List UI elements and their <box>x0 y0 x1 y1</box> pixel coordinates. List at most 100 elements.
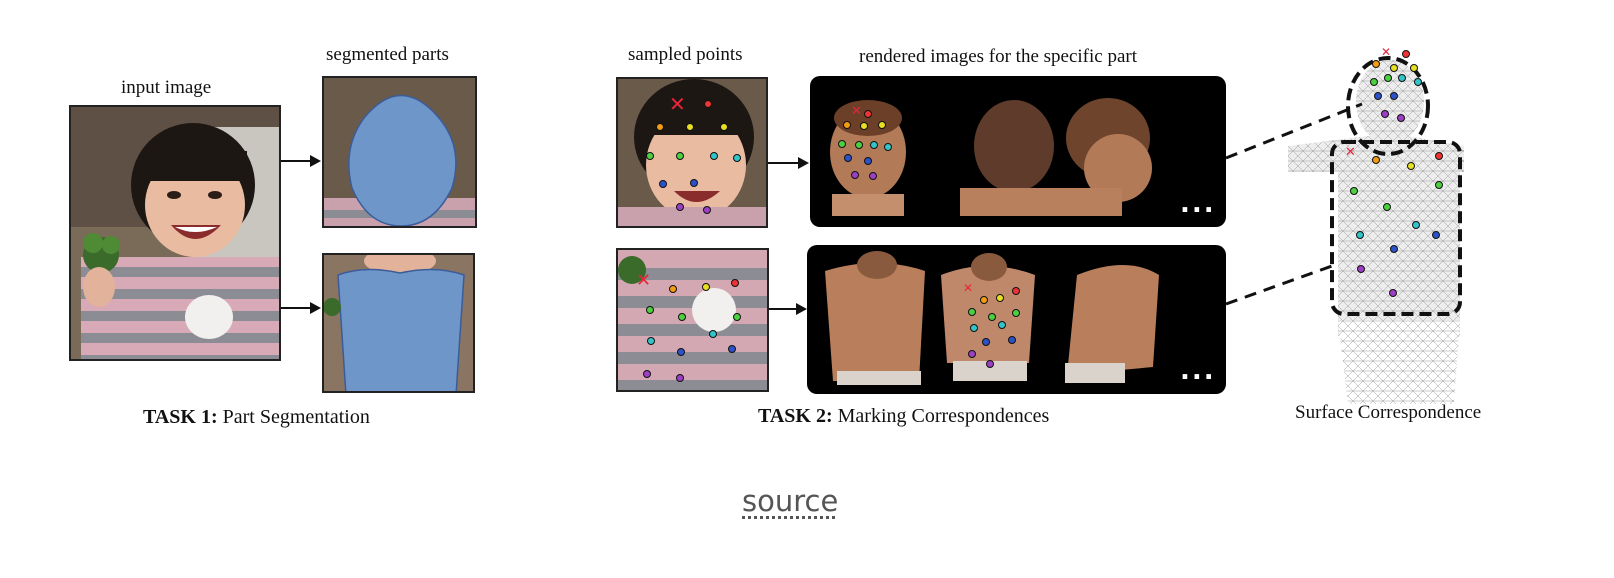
sample-point <box>647 337 655 345</box>
surface-point <box>1435 152 1443 160</box>
more-renders-ellipsis: ... <box>1180 189 1216 219</box>
sample-point <box>733 154 741 162</box>
render-point <box>838 140 846 148</box>
sample-point <box>646 306 654 314</box>
sampled-points-head-image <box>616 77 768 228</box>
surface-point <box>1381 110 1389 118</box>
body-mesh-model <box>1278 36 1468 404</box>
render-point <box>884 143 892 151</box>
surface-point <box>1407 162 1415 170</box>
surface-point <box>1402 50 1410 58</box>
surface-point <box>1350 187 1358 195</box>
head-renders-panel: ... <box>810 76 1226 227</box>
render-point <box>869 172 877 180</box>
surface-point <box>1435 181 1443 189</box>
surface-point <box>1389 289 1397 297</box>
render-point <box>986 360 994 368</box>
arrow-head-icon <box>310 155 321 167</box>
sample-point <box>733 313 741 321</box>
sample-point <box>678 313 686 321</box>
arrow-to-head-segment <box>281 160 311 162</box>
render-point <box>988 313 996 321</box>
render-point <box>844 154 852 162</box>
sample-point <box>709 330 717 338</box>
rendered-images-label: rendered images for the specific part <box>859 46 1138 67</box>
task1-caption-text: Part Segmentation <box>217 406 370 428</box>
render-point <box>968 350 976 358</box>
surface-point <box>1397 114 1405 122</box>
sample-point <box>659 180 667 188</box>
sample-point <box>704 100 712 108</box>
surface-point <box>1412 221 1420 229</box>
arrow-head-icon <box>796 303 807 315</box>
sample-point <box>686 123 694 131</box>
body-mesh-illustration <box>1288 56 1464 404</box>
sample-point <box>676 374 684 382</box>
surface-point <box>1356 231 1364 239</box>
render-point <box>851 171 859 179</box>
render-point <box>870 141 878 149</box>
render-point <box>855 141 863 149</box>
head-segmentation-illustration <box>324 78 475 226</box>
surface-point <box>1374 92 1382 100</box>
arrow-head-icon <box>798 157 809 169</box>
arrow-head-icon <box>310 302 321 314</box>
surface-point <box>1432 231 1440 239</box>
surface-point <box>1390 64 1398 72</box>
input-image-label: input image <box>121 77 212 98</box>
x-marker-icon: ✕ <box>1381 45 1392 59</box>
surface-point <box>1390 245 1398 253</box>
torso-segmentation-illustration <box>324 255 473 391</box>
render-point <box>864 110 872 118</box>
task1-caption: TASK 1: Part Segmentation <box>143 406 370 429</box>
x-marker-icon: ✕ <box>669 92 686 116</box>
task1-caption-bold: TASK 1: <box>143 406 218 428</box>
sample-point <box>702 283 710 291</box>
surface-point <box>1357 265 1365 273</box>
surface-point <box>1383 203 1391 211</box>
sample-point <box>656 123 664 131</box>
more-renders-ellipsis: ... <box>1180 356 1216 386</box>
sample-point <box>703 206 711 214</box>
child-photo-illustration <box>71 107 279 359</box>
x-marker-icon: ✕ <box>851 104 862 119</box>
arrow-to-torso-segment <box>281 307 311 309</box>
sample-point <box>676 203 684 211</box>
torso-renders-illustration <box>825 251 1159 385</box>
surface-point <box>1390 92 1398 100</box>
head-renders-illustration <box>830 98 1152 216</box>
segmented-head-image <box>322 76 477 228</box>
sample-point <box>710 152 718 160</box>
surface-point <box>1372 60 1380 68</box>
render-point <box>970 324 978 332</box>
surface-point <box>1370 78 1378 86</box>
arrow-to-torso-renders <box>769 308 797 310</box>
render-point <box>843 121 851 129</box>
torso-renders-panel: ... <box>807 245 1226 394</box>
sampled-points-torso-image <box>616 248 769 392</box>
segmented-parts-label: segmented parts <box>326 44 449 65</box>
sample-point <box>731 279 739 287</box>
sampled-points-label: sampled points <box>628 44 743 65</box>
correspondence-connectors <box>1225 102 1363 306</box>
render-point <box>996 294 1004 302</box>
render-point <box>1008 336 1016 344</box>
render-point <box>1012 309 1020 317</box>
torso-sample-points-illustration <box>618 250 767 390</box>
render-point <box>998 321 1006 329</box>
x-marker-icon: ✕ <box>636 270 652 291</box>
source-link[interactable]: source <box>742 484 839 518</box>
surface-point <box>1372 156 1380 164</box>
sample-point <box>646 152 654 160</box>
render-point <box>968 308 976 316</box>
render-point <box>860 122 868 130</box>
surface-correspondence-caption: Surface Correspondence <box>1295 402 1482 423</box>
sample-point <box>690 179 698 187</box>
surface-point <box>1384 74 1392 82</box>
surface-point <box>1398 74 1406 82</box>
sample-point <box>669 285 677 293</box>
render-point <box>1012 287 1020 295</box>
task2-caption-bold: TASK 2: <box>758 405 833 427</box>
sample-point <box>643 370 651 378</box>
task2-caption: TASK 2: Marking Correspondences <box>758 405 1049 428</box>
